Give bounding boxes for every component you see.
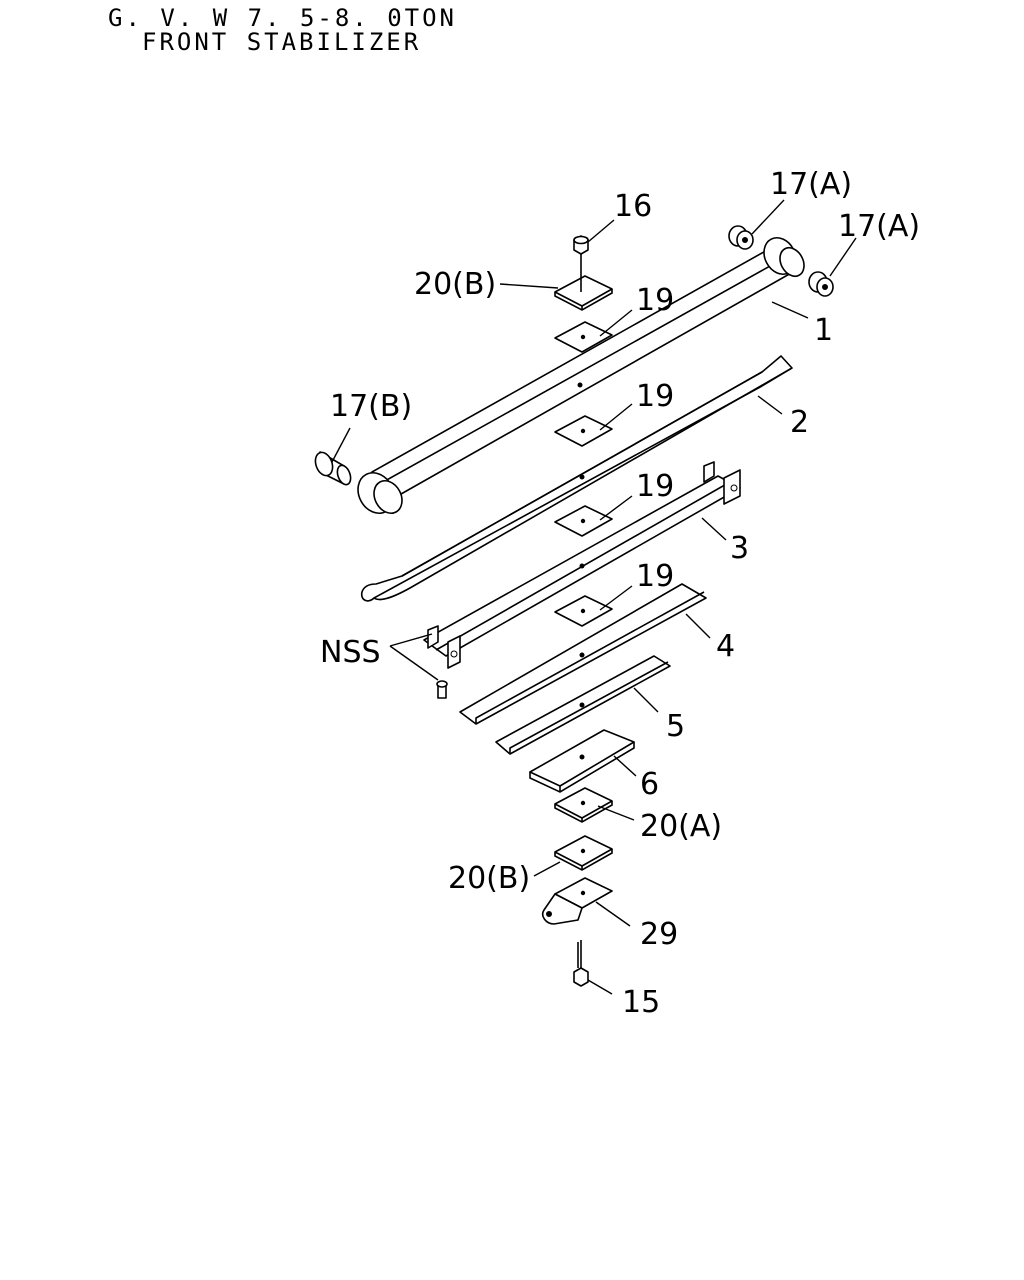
callout-17a-upper: 17(A) [770, 167, 852, 202]
callout-2: 2 [790, 405, 809, 440]
part-19-pad-1 [554, 321, 613, 353]
nss-bolt [436, 680, 448, 699]
callout-nss: NSS [320, 635, 381, 670]
part-5-leaf [495, 655, 671, 755]
part-3-clipped-leaf [423, 461, 741, 669]
callout-1: 1 [814, 313, 833, 348]
callout-3: 3 [730, 531, 749, 566]
callout-19-second: 19 [636, 379, 674, 414]
part-19-pad-2 [554, 415, 613, 447]
part-4-leaf [459, 583, 707, 725]
callout-20b-bottom: 20(B) [448, 861, 530, 896]
callout-17b: 17(B) [330, 389, 412, 424]
part-16-nut [573, 235, 589, 292]
diagram-title-line-1: G. V. W 7. 5-8. 0TON [108, 4, 457, 32]
callout-17a-lower: 17(A) [838, 209, 920, 244]
part-17a-bushing-lower [808, 271, 834, 297]
part-29-bracket [541, 877, 613, 925]
callout-19-third: 19 [636, 469, 674, 504]
part-20a-pad [554, 787, 613, 823]
callout-15: 15 [622, 985, 660, 1020]
part-20b-pad-top [554, 275, 613, 311]
part-17a-bushing-upper [728, 225, 754, 250]
callout-5: 5 [666, 709, 685, 744]
callout-4: 4 [716, 629, 735, 664]
part-1-main-leaf [357, 237, 805, 515]
part-19-pad-3 [554, 505, 613, 537]
callout-16: 16 [614, 189, 652, 224]
callout-20a: 20(A) [640, 809, 722, 844]
callout-20b-top: 20(B) [414, 267, 496, 302]
diagram-title-line-2: FRONT STABILIZER [142, 28, 422, 56]
part-6-leaf [529, 729, 635, 793]
callout-19-first: 19 [636, 283, 674, 318]
callout-29: 29 [640, 917, 678, 952]
part-15-bolt [573, 940, 589, 987]
part-2-spring-leaf [360, 355, 793, 602]
callout-6: 6 [640, 767, 659, 802]
part-17b-bushing [314, 451, 352, 486]
callout-19-fourth: 19 [636, 559, 674, 594]
part-19-pad-4 [554, 595, 613, 627]
leader-lines [331, 199, 857, 995]
part-20b-pad-bottom [554, 835, 613, 871]
